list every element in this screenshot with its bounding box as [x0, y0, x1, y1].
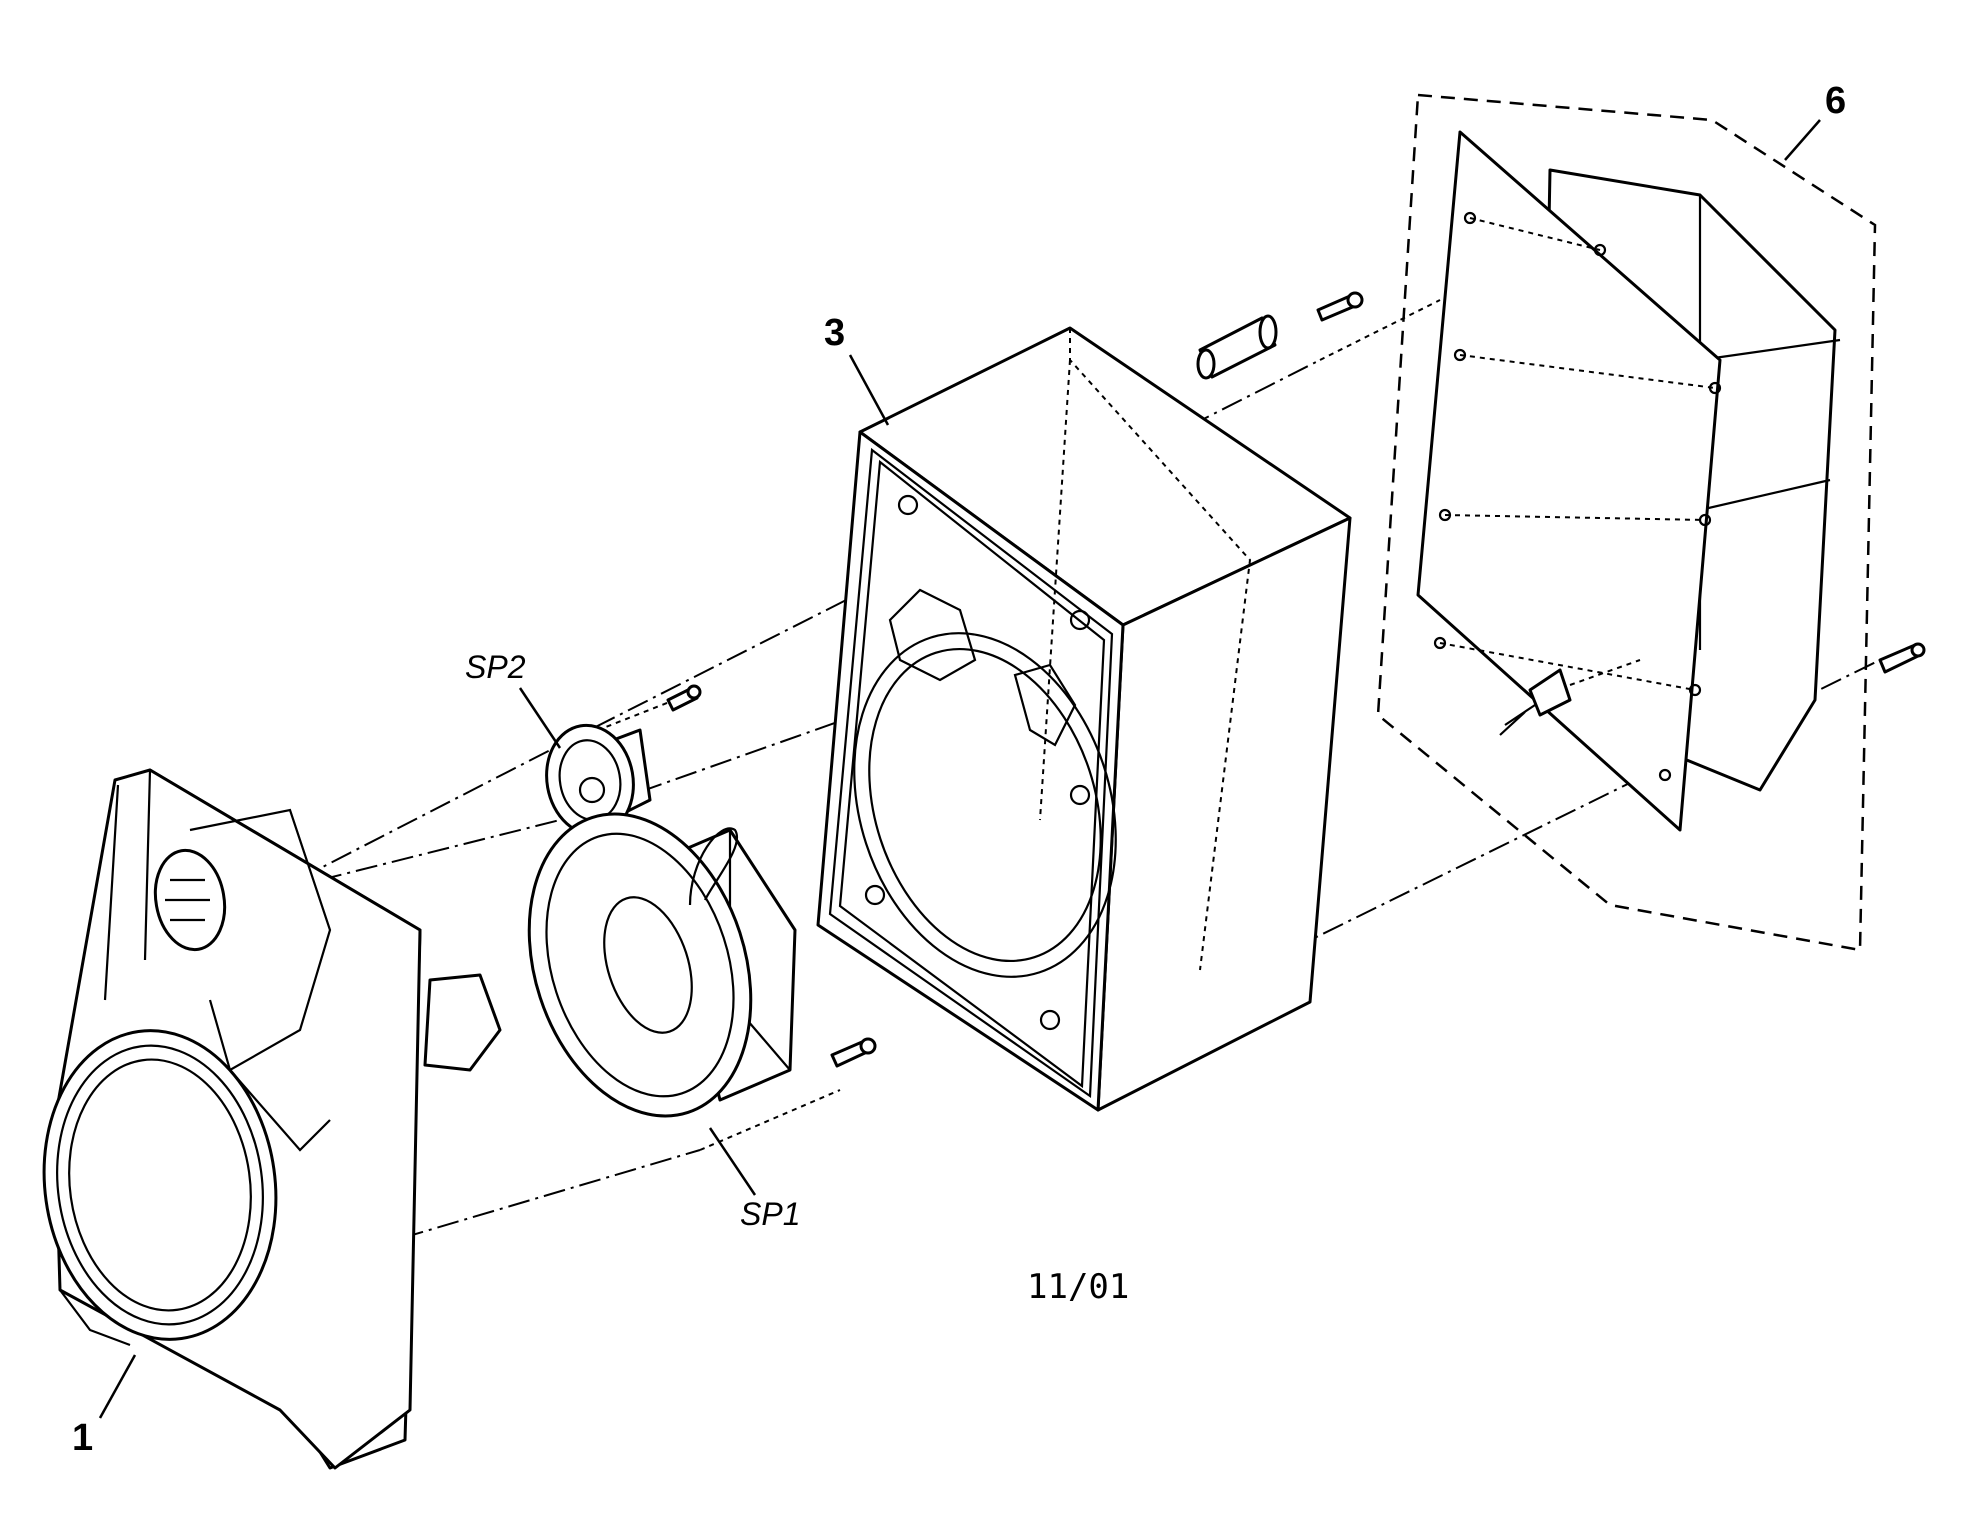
- tweeter: SP2: [465, 649, 702, 837]
- callout-leader-6: [1784, 119, 1821, 161]
- cabinet-screw: [1316, 291, 1364, 322]
- rear-screw: [1878, 642, 1926, 674]
- woofer-screw: [830, 1037, 877, 1068]
- grille-tab: [423, 973, 502, 1072]
- callout-label-1: 1: [72, 1417, 93, 1459]
- callout-leader-1: [98, 1354, 137, 1419]
- cabinet-screw-holes: [864, 494, 1091, 1031]
- rear-panel-assembly: 6: [1376, 80, 1926, 952]
- woofer-wire: [688, 827, 738, 906]
- callout-leader-3: [848, 354, 890, 426]
- callout-label-3: 3: [824, 312, 845, 354]
- callout-leader-sp2: [518, 687, 562, 749]
- cabinet-port-tube: [1196, 314, 1278, 380]
- cabinet-tweeter-opening: [888, 588, 977, 682]
- grille-woofer-ring: [42, 1029, 278, 1341]
- woofer: SP1: [527, 812, 877, 1232]
- callout-label-sp1: SP1: [740, 1196, 800, 1232]
- revision-date: 11/01: [1027, 1267, 1129, 1307]
- cabinet-woofer-opening: [868, 647, 1102, 963]
- callout-label-sp2: SP2: [465, 649, 526, 685]
- woofer-frame: [527, 812, 753, 1118]
- rear-panel-plate: [1416, 130, 1722, 832]
- cabinet: 3: [816, 291, 1364, 1112]
- callout-label-6: 6: [1825, 80, 1846, 122]
- front-grille: 1: [42, 768, 502, 1470]
- cabinet-front-baffle: [816, 430, 1125, 1112]
- callout-leader-sp1: [708, 1127, 757, 1196]
- speaker-terminal: [1499, 659, 1641, 736]
- tweeter-screw: [666, 684, 702, 712]
